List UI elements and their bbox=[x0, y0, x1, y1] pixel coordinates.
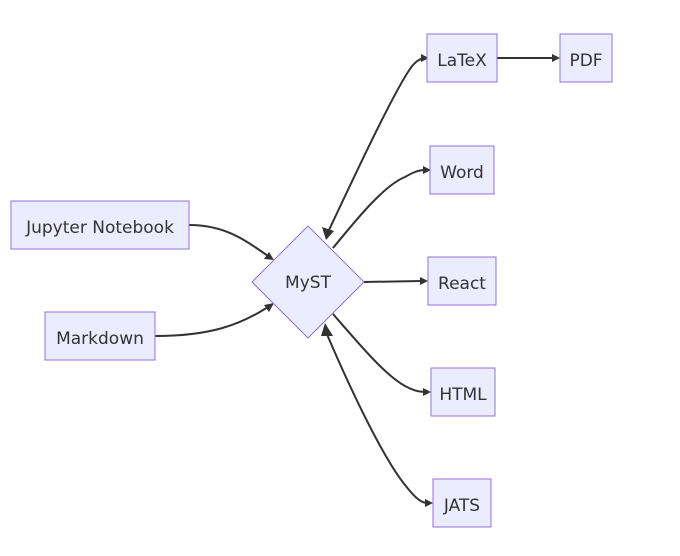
node-label: Jupyter Notebook bbox=[25, 218, 174, 238]
node-latex[interactable]: LaTeX bbox=[426, 33, 498, 83]
arrowhead-word bbox=[423, 166, 431, 174]
node-word[interactable]: Word bbox=[429, 145, 495, 195]
node-label: React bbox=[438, 274, 486, 294]
edge-myst-latex bbox=[328, 57, 427, 231]
node-myst[interactable]: MyST bbox=[251, 225, 365, 339]
node-pdf[interactable]: PDF bbox=[559, 33, 613, 83]
node-label: LaTeX bbox=[437, 51, 487, 71]
edge-myst-to-word bbox=[332, 169, 426, 249]
arrowhead-myst-from-latex bbox=[322, 227, 334, 240]
arrowhead-myst-from-jats bbox=[321, 323, 333, 336]
node-label: Word bbox=[440, 163, 484, 183]
edge-myst-to-html bbox=[332, 313, 426, 393]
node-label: JATS bbox=[443, 496, 480, 516]
edge-jupyter-to-myst bbox=[188, 224, 269, 257]
edge-myst-to-react bbox=[363, 280, 422, 283]
node-label: HTML bbox=[439, 385, 487, 405]
arrowhead-react bbox=[420, 277, 428, 285]
arrowhead-jats bbox=[425, 499, 433, 507]
node-react[interactable]: React bbox=[427, 256, 497, 306]
node-jats[interactable]: JATS bbox=[432, 478, 492, 528]
edge-myst-jats bbox=[325, 331, 428, 504]
arrowhead-latex bbox=[421, 54, 429, 62]
node-markdown[interactable]: Markdown bbox=[44, 311, 156, 361]
node-jupyter-notebook[interactable]: Jupyter Notebook bbox=[10, 200, 190, 250]
edges bbox=[154, 54, 560, 507]
arrowhead-jupyter-to-myst bbox=[264, 252, 274, 260]
node-label: PDF bbox=[569, 51, 602, 71]
arrowhead-html bbox=[423, 388, 431, 396]
node-html[interactable]: HTML bbox=[430, 367, 496, 417]
edge-markdown-to-myst bbox=[154, 306, 269, 337]
node-label: MyST bbox=[285, 273, 332, 293]
node-label: Markdown bbox=[56, 329, 144, 349]
arrowhead-pdf bbox=[552, 54, 560, 62]
arrowhead-markdown-to-myst bbox=[264, 303, 274, 312]
